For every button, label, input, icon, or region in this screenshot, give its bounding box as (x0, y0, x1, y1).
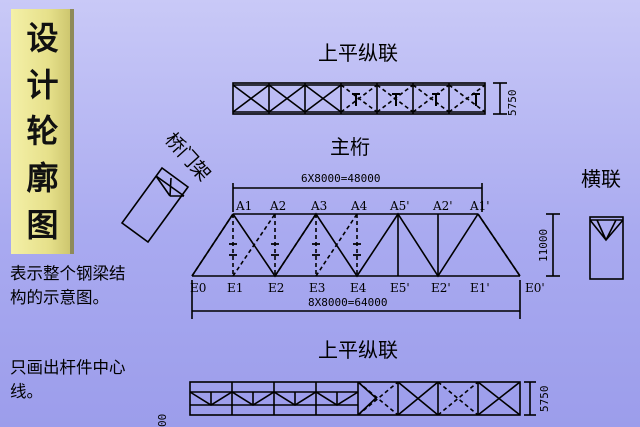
dim-bottom-span: 8X8000=64000 (308, 296, 387, 309)
upper-lateral-bracing-top (232, 82, 507, 115)
sway-bracing (589, 216, 624, 280)
title-char-1: 设 (26, 19, 59, 58)
node-a5p: A5' (389, 199, 410, 213)
node-e4: E4 (350, 281, 367, 295)
note-overview: 表示整个钢梁结构的示意图。 (10, 264, 126, 307)
title-bar: 设 计 轮 廓 图 (11, 9, 74, 254)
node-a4: A4 (350, 199, 368, 213)
title-char-3: 轮 (26, 112, 59, 151)
node-a2: A2 (269, 199, 286, 213)
dim-lateral-width-top: 5750 (506, 90, 519, 117)
note-centerlines: 只画出杆件中心线。 (10, 358, 126, 401)
dim-lateral-width-bottom: 5750 (538, 386, 551, 413)
main-truss (191, 183, 560, 319)
title-char-4: 廓 (26, 159, 59, 198)
node-a3: A3 (310, 199, 327, 213)
portal-frame (120, 166, 190, 244)
dim-partial-bottom-left: 00 (156, 414, 169, 427)
label-sway-bracing: 横联 (581, 167, 621, 191)
dim-top-span: 6X8000=48000 (301, 172, 380, 185)
label-main-truss: 主桁 (330, 135, 370, 159)
label-upper-lateral-top: 上平纵联 (318, 41, 398, 65)
node-a2p: A2' (432, 199, 453, 213)
node-e3: E3 (309, 281, 325, 295)
node-e1p: E1' (470, 281, 490, 295)
upper-lateral-bracing-bottom (189, 381, 536, 416)
title-char-2: 计 (26, 65, 59, 104)
node-e5p: E5' (390, 281, 410, 295)
dim-truss-height: 11000 (537, 229, 550, 262)
label-portal-frame: 桥门架 (160, 129, 215, 186)
title-char-5: 图 (26, 205, 59, 244)
label-upper-lateral-bottom: 上平纵联 (318, 338, 398, 362)
node-a1p: A1' (469, 199, 490, 213)
node-e1: E1 (227, 281, 243, 295)
node-e0: E0 (190, 281, 206, 295)
node-a1: A1 (235, 199, 252, 213)
node-e2: E2 (268, 281, 284, 295)
node-e2p: E2' (431, 281, 451, 295)
node-e0p: E0' (525, 281, 545, 295)
